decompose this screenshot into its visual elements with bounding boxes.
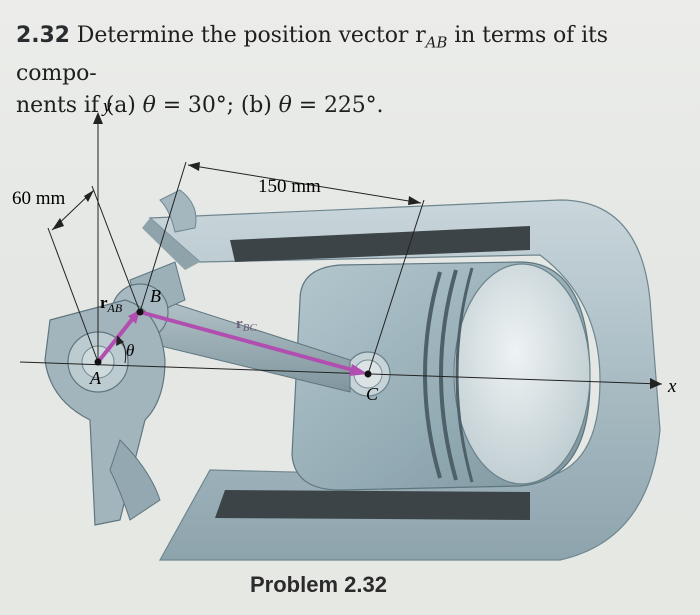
arrowhead-150-right (408, 196, 421, 205)
label-point-A: A (89, 368, 102, 388)
point-A-dot (94, 358, 102, 366)
x-axis-line (19, 361, 663, 385)
problem-statement: 2.32 Determine the position vector rAB i… (16, 20, 686, 122)
y-axis-arrowhead (93, 112, 103, 124)
point-B-dot (136, 308, 144, 316)
arrowhead-150-left (188, 162, 200, 171)
problem-line1-sub: AB (425, 33, 448, 52)
theta-symbol-a: θ (142, 93, 156, 119)
radius-guide-right (91, 185, 141, 313)
problem-number: 2.32 (16, 23, 70, 48)
y-axis-label: y (101, 96, 112, 117)
label-point-B: B (150, 286, 161, 306)
x-axis-arrowhead (650, 378, 662, 389)
theta-arc-arrowhead (116, 336, 124, 346)
label-point-C: C (366, 384, 379, 404)
dim-line-150 (187, 164, 422, 204)
problem-part-b: = 225°. (291, 93, 384, 119)
label-rAB: rAB (100, 293, 123, 315)
point-C-dot (364, 370, 372, 378)
problem-part-a: = 30°; (b) (155, 93, 279, 119)
label-theta: θ (126, 341, 134, 360)
figure-caption: Problem 2.32 (250, 572, 387, 597)
vector-rBC-arrowhead (349, 364, 368, 376)
piston (291, 261, 591, 491)
rod-guide-left (139, 161, 187, 313)
theta-symbol-b: θ (278, 93, 292, 119)
vector-rBC (139, 310, 361, 374)
problem-line1: Determine the position vector r (76, 23, 426, 48)
label-rBC: rBC (236, 316, 257, 334)
radius-guide-left (47, 227, 99, 363)
x-axis-label: x (667, 376, 677, 397)
position-vectors (96, 310, 368, 376)
crankshaft (44, 299, 166, 526)
arrowhead-60-right (84, 190, 94, 202)
dimension-60mm: 60 mm (12, 188, 66, 209)
arrowhead-60-left (52, 218, 64, 230)
dimension-arrowheads (52, 112, 662, 389)
rod-guide-right (367, 199, 425, 375)
problem-line1-end: in terms of its compo- (16, 23, 608, 87)
dimension-150mm: 150 mm (258, 176, 321, 197)
problem-line2: nents if (a) (16, 93, 143, 119)
